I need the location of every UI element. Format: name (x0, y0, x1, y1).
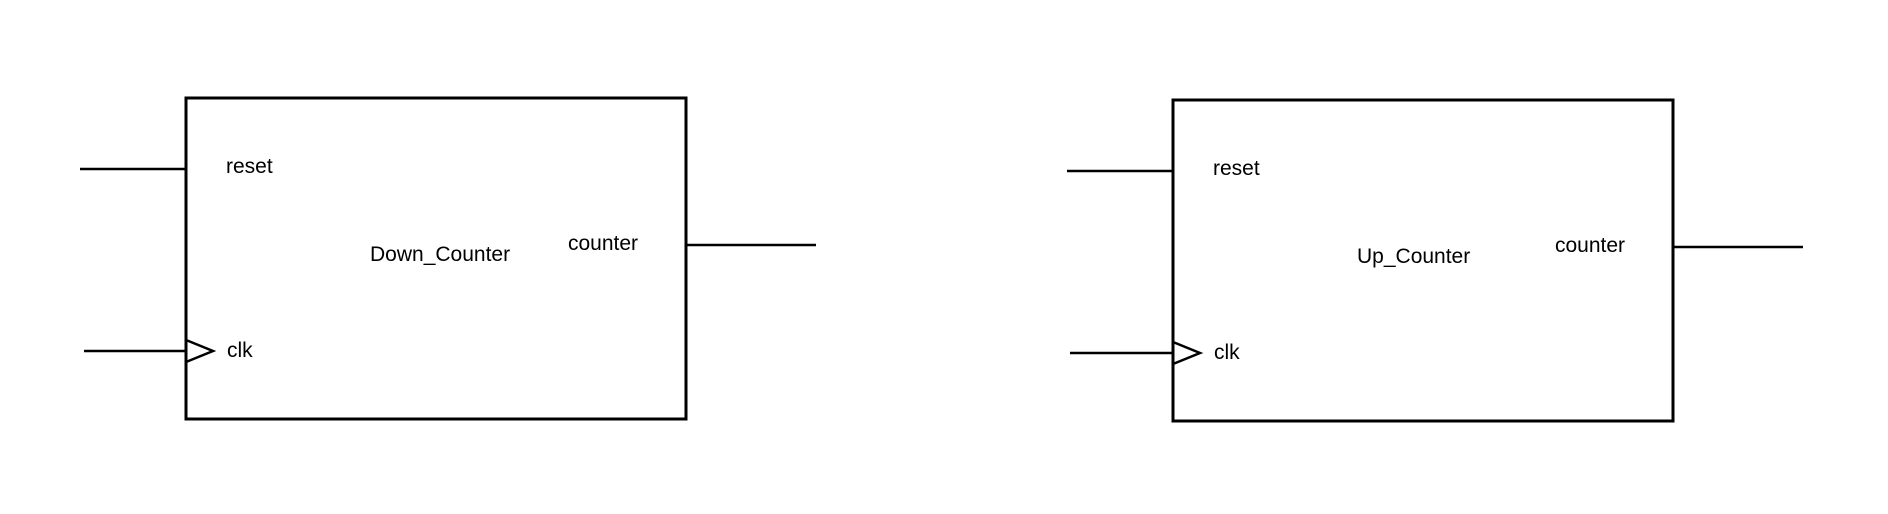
clk-port-label: clk (227, 339, 253, 362)
up-counter-block: reset clk counter Up_Counter (1067, 98, 1803, 423)
block-name-label: Down_Counter (370, 243, 510, 266)
reset-port-label: reset (1213, 157, 1260, 180)
down-counter-box (184, 96, 688, 421)
down-counter-block: reset clk counter Down_Counter (80, 96, 816, 421)
clock-triangle-icon (185, 338, 217, 364)
reset-port-label: reset (226, 155, 273, 178)
counter-port-label: counter (1555, 234, 1625, 257)
clock-triangle-icon (1172, 340, 1204, 366)
block-name-label: Up_Counter (1357, 245, 1470, 268)
clk-port-label: clk (1214, 341, 1240, 364)
up-counter-box (1171, 98, 1675, 423)
counter-port-label: counter (568, 232, 638, 255)
